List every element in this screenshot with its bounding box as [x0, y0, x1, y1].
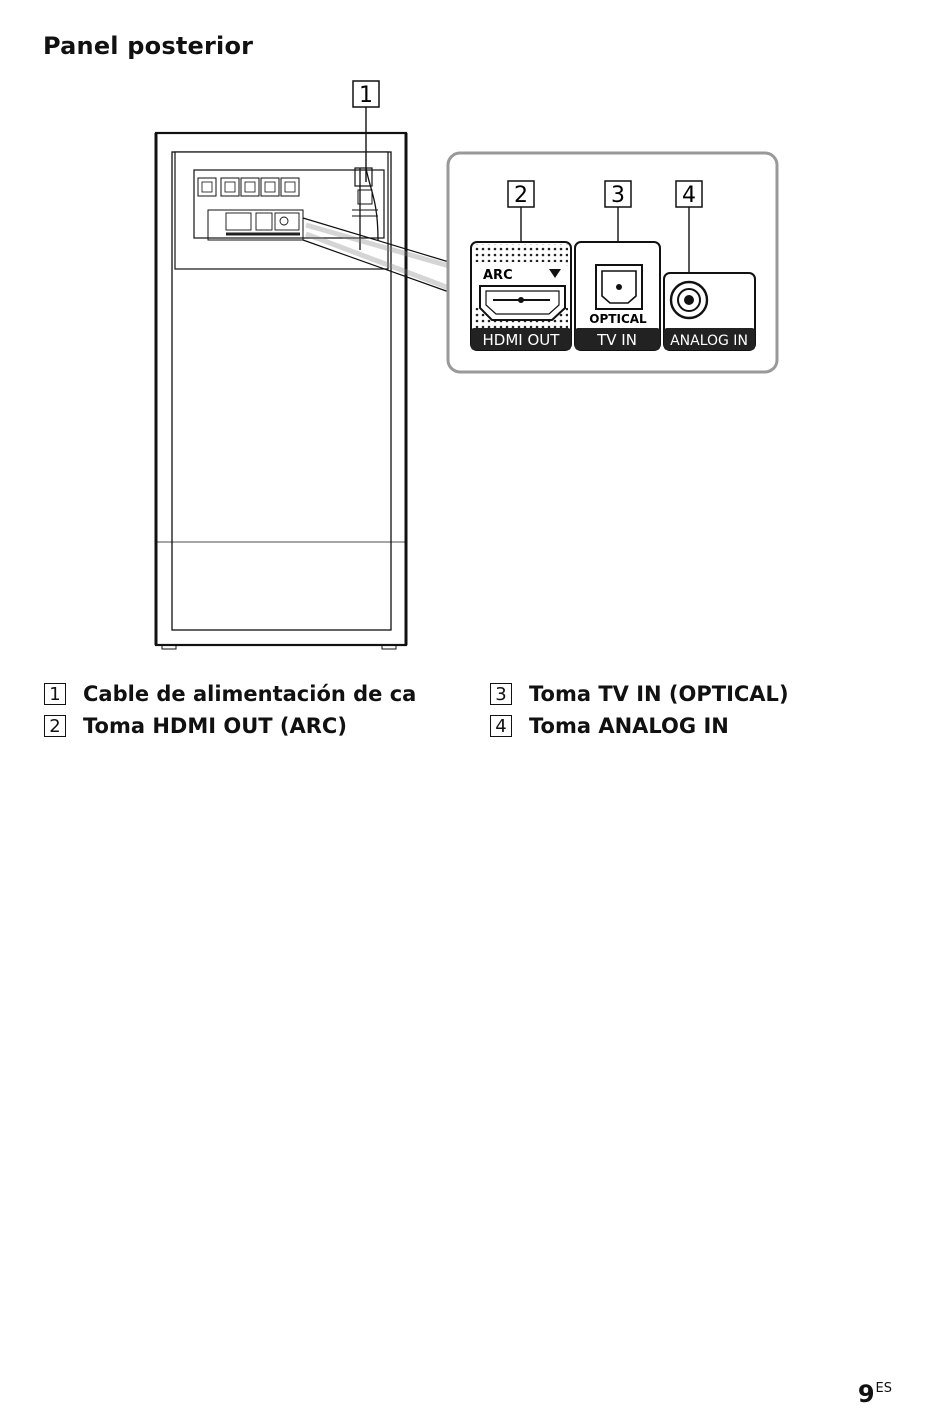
page-number: 9ES [858, 1380, 892, 1408]
legend-item-4: 4 Toma ANALOG IN [490, 711, 729, 741]
analog-in-port: ANALOG IN [663, 272, 756, 351]
callout-2: 2 [507, 180, 535, 298]
legend-number: 1 [44, 683, 66, 705]
tv-in-label: TV IN [596, 331, 637, 349]
analog-in-label: ANALOG IN [670, 333, 748, 349]
legend-text: Toma HDMI OUT (ARC) [83, 714, 347, 738]
callout-4: 4 [675, 180, 703, 300]
hdmi-out-label: HDMI OUT [483, 331, 561, 349]
svg-text:2: 2 [514, 183, 528, 208]
page-number-value: 9 [857, 1380, 875, 1408]
legend-item-1: 1 Cable de alimentación de ca [44, 679, 416, 709]
hdmi-out-port: ARC HDMI OUT [470, 241, 572, 351]
legend-item-3: 3 Toma TV IN (OPTICAL) [490, 679, 789, 709]
connector-plate [174, 151, 389, 270]
rear-panel-diagram: 1 2 3 4 ARC HDM [154, 80, 779, 650]
legend-item-2: 2 Toma HDMI OUT (ARC) [44, 711, 347, 741]
svg-text:1: 1 [359, 83, 373, 108]
legend-number: 2 [44, 715, 66, 737]
legend-text: Toma TV IN (OPTICAL) [529, 682, 789, 706]
legend-number: 4 [490, 715, 512, 737]
page-language-suffix: ES [875, 1381, 892, 1396]
legend-text: Toma ANALOG IN [529, 714, 729, 738]
legend-number: 3 [490, 683, 512, 705]
callout-1: 1 [352, 80, 380, 182]
arc-label: ARC [483, 268, 513, 283]
svg-text:4: 4 [682, 183, 696, 208]
svg-text:3: 3 [611, 183, 625, 208]
arc-arrow-icon [549, 269, 561, 278]
legend-text: Cable de alimentación de ca [83, 682, 417, 706]
optical-label: OPTICAL [589, 312, 647, 326]
zoom-lines [302, 217, 450, 293]
tv-in-optical-port: OPTICAL TV IN [574, 241, 661, 351]
section-title: Panel posterior [43, 32, 254, 60]
